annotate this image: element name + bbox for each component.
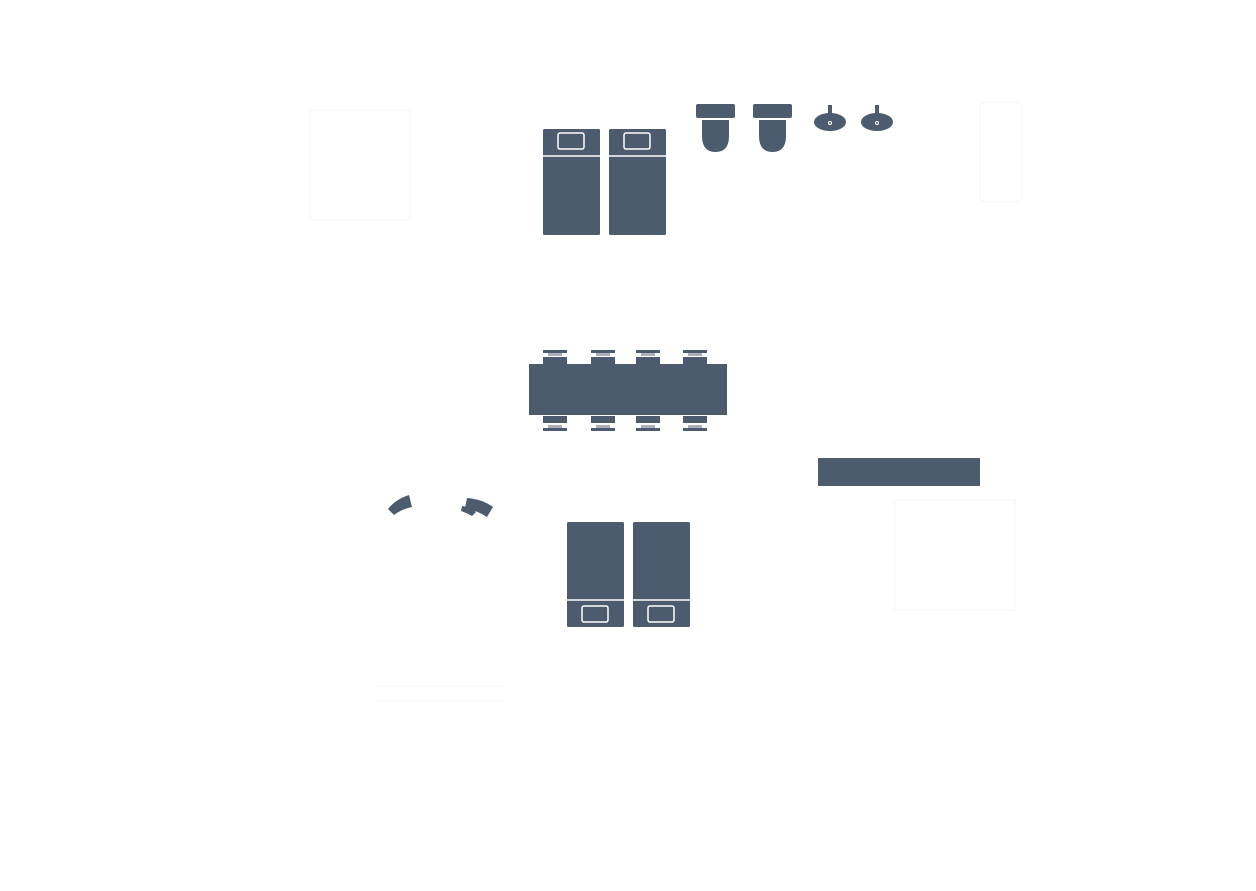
dining-chair[interactable] bbox=[636, 416, 660, 431]
toilet[interactable] bbox=[753, 104, 792, 152]
armchair-arm bbox=[388, 495, 412, 515]
dining-chair[interactable] bbox=[543, 416, 567, 431]
dining-chair[interactable] bbox=[543, 350, 567, 364]
bed-pair-bottom[interactable] bbox=[567, 522, 690, 627]
bed-pair-top[interactable] bbox=[543, 129, 666, 235]
dining-chairs bbox=[543, 350, 707, 431]
dining-chair[interactable] bbox=[683, 416, 707, 431]
toilet[interactable] bbox=[696, 104, 735, 152]
dining-chair[interactable] bbox=[591, 416, 615, 431]
counter[interactable] bbox=[818, 458, 980, 486]
bed[interactable] bbox=[567, 522, 624, 627]
armchair-arm bbox=[461, 506, 476, 516]
faint-outlines bbox=[309, 101, 1023, 702]
armchair-pair[interactable] bbox=[388, 495, 493, 517]
dining-chair[interactable] bbox=[636, 350, 660, 364]
dining-table[interactable] bbox=[529, 364, 727, 415]
dining-chair[interactable] bbox=[591, 350, 615, 364]
sink[interactable] bbox=[861, 105, 893, 131]
armchair-arm bbox=[465, 498, 493, 517]
bed[interactable] bbox=[609, 129, 666, 235]
sink[interactable] bbox=[814, 105, 846, 131]
dining-chair[interactable] bbox=[683, 350, 707, 364]
bed[interactable] bbox=[633, 522, 690, 627]
bed[interactable] bbox=[543, 129, 600, 235]
